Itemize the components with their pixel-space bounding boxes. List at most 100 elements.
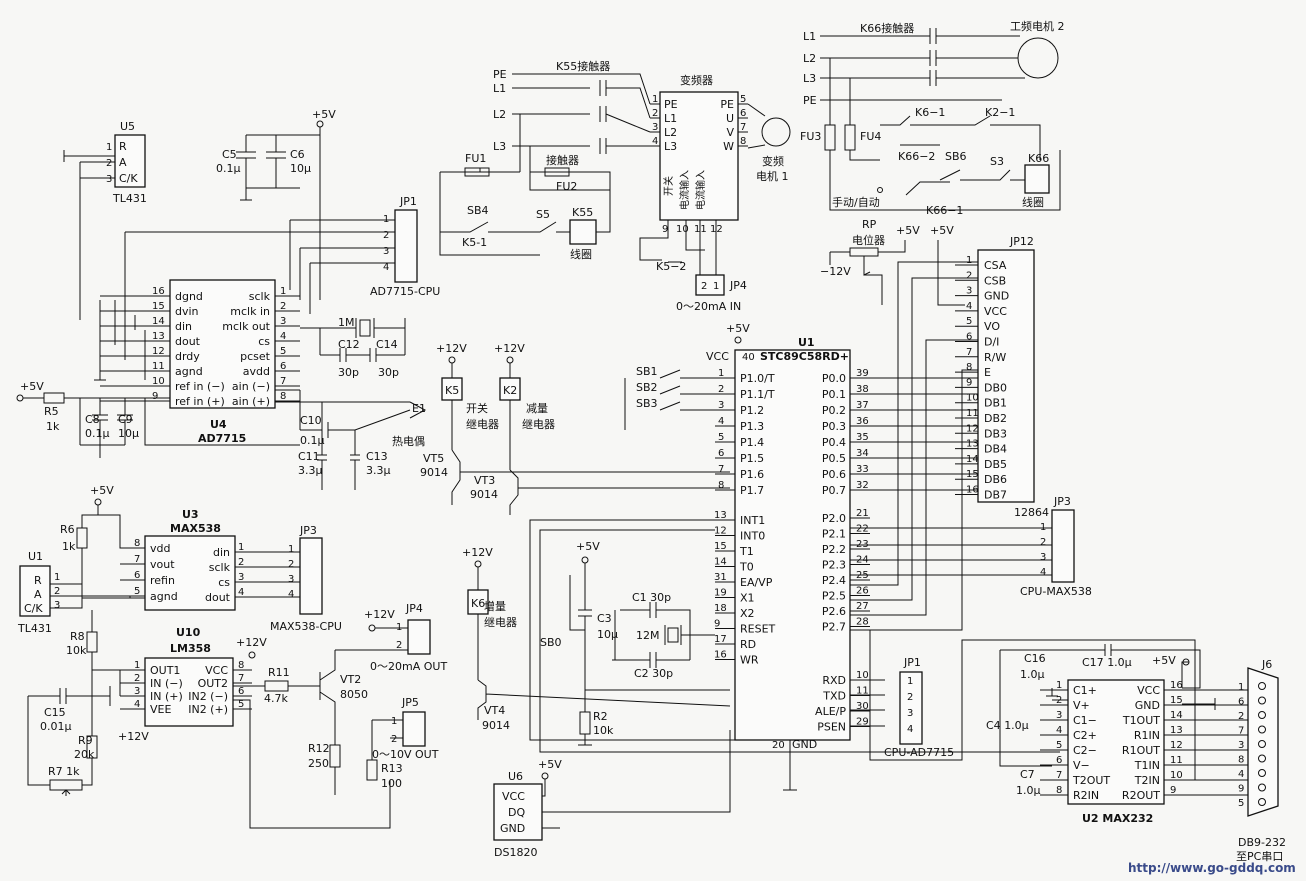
max232-l-num-3: 3 [1056,710,1062,721]
u5-num-2: 2 [106,158,112,169]
max538-r-label-4: dout [205,591,231,604]
rp-m12: −12V [820,265,851,278]
r8-ref: R8 [70,630,85,643]
jp3-cpu-max538: JP3 1 2 3 4 CPU-MAX538 [1020,495,1092,598]
lm358-p12a: +12V [118,730,149,743]
mcu-gnd-name: GND [792,738,817,751]
max232-r-label-9: R2OUT [1122,789,1160,802]
jp1b-ref: JP1 [903,656,921,669]
ad7715-l-label-15: dvin [175,305,199,318]
db9-pin-5: 5 [1238,798,1244,809]
power-caps: +5V C5 0.1μ C6 10μ [216,108,336,300]
mcu-l-num-2: 2 [718,384,724,395]
jp1-label: AD7715-CPU [370,285,440,298]
c5-ref: C5 [222,148,237,161]
max538-l-label-7: vout [150,558,175,571]
mcu-l-num-3: 3 [718,400,724,411]
k66-contactor: K66接触器 [860,21,914,35]
mcu-l-num-6: 6 [718,448,724,459]
max232-r-label-11: T1IN [1134,759,1160,772]
lcd-pin-label-5: VO [984,320,1000,333]
mcu-r-label-34: P0.5 [822,452,846,465]
lcd-pin-label-16: DB7 [984,489,1007,502]
mcu-r-num-37: 37 [856,400,869,411]
vt2-type: 8050 [340,688,368,701]
mcu-l2-num-16: 16 [714,650,727,661]
ds1820: +5V U6 VCC DQ GND DS1820 [493,730,731,859]
db9-hole-9 [1258,783,1266,792]
inv-out-num-5: 5 [740,94,746,105]
k2-label-2: 继电器 [522,418,555,431]
lm358-l-num-3: 3 [134,686,140,697]
max232-r-label-13: R1IN [1134,729,1160,742]
c8-val: 0.1μ [85,427,110,440]
mcu-r3-num-30: 30 [856,701,869,712]
lcd-pin-num-11: 11 [966,408,979,419]
fu1-ref: FU1 [465,152,486,165]
ad7715-ref: U4 [210,418,227,431]
jp4in-pin2: 2 [701,281,707,292]
k66-coil-label: 线圈 [1022,195,1044,209]
jp4o-label: 0～20mA OUT [370,660,447,673]
inv-l3: L3 [493,140,506,153]
c12-val: 30p [338,366,359,379]
c9-val: 10μ [118,427,139,440]
mcu-r-num-34: 34 [856,448,869,459]
c11-val: 3.3μ [298,464,323,477]
vt3-type: 9014 [470,488,498,501]
max232-l-num-8: 8 [1056,785,1062,796]
db9-hole-7 [1258,725,1266,734]
max232-l-num-6: 6 [1056,755,1062,766]
mcu-r2-num-28: 28 [856,617,869,628]
c2-label: C2 30p [634,667,673,680]
ad7715-l-label-11: agnd [175,365,203,378]
lcd-pin-label-12: DB3 [984,427,1007,440]
jp4o-p12: +12V [364,608,395,621]
rp-5v-b: +5V [930,224,954,237]
max538-p5: +5V [90,484,114,497]
db9-ref: J6 [1261,658,1272,671]
mcu-r-num-38: 38 [856,384,869,395]
lcd-pin-label-3: GND [984,290,1009,303]
mcu-l2-label-18: X2 [740,607,755,620]
lcd-pin-num-2: 2 [966,270,972,281]
mcu-r-num-35: 35 [856,432,869,443]
vt5-type: 9014 [420,466,448,479]
mcu-l-label-8: P1.7 [740,484,764,497]
mcu-r2-label-24: P2.3 [822,559,846,572]
lcd-pin-num-12: 12 [966,423,979,434]
mcu-r2-num-27: 27 [856,601,869,612]
lm358-l-num-2: 2 [134,673,140,684]
tl431b-name: TL431 [17,622,52,635]
mcu-l-num-5: 5 [718,432,724,443]
max538-r-label-2: sclk [209,561,231,574]
ad7715-r-num-4: 4 [280,331,286,342]
jp4in-pin1: 1 [713,281,719,292]
ad7715-l-num-14: 14 [152,316,165,327]
db9-hole-6 [1258,696,1266,705]
jp1-cpu-ad7715: JP1 1 2 3 4 CPU-AD7715 [884,656,954,759]
jp1b-pin2: 2 [907,692,913,703]
c14-ref: C14 [376,338,398,351]
c1-label: C1 30p [632,591,671,604]
mcu-r3-label-10: RXD [822,674,846,687]
max538-r-num-1: 1 [238,542,244,553]
max538-l-num-6: 6 [134,570,140,581]
jp1b-pin3: 3 [907,708,913,719]
lm358-r-num-6: 6 [238,686,244,697]
inv-out-num-6: 6 [740,108,746,119]
max232-l-label-7: T2OUT [1072,774,1110,787]
ref-input-network: +5V R5 1k C8 0.1μ C9 10μ [16,380,300,458]
ad7715-r-num-1: 1 [280,286,286,297]
c13-ref: C13 [366,450,388,463]
k55-coil-ref: K55 [572,206,593,219]
lm358-r-num-8: 8 [238,660,244,671]
relay-k2: +12V K2 减量 继电器 VT3 9014 [470,342,730,515]
jp1-pin3: 3 [383,246,389,257]
mcu-l2-num-12: 12 [714,526,727,537]
